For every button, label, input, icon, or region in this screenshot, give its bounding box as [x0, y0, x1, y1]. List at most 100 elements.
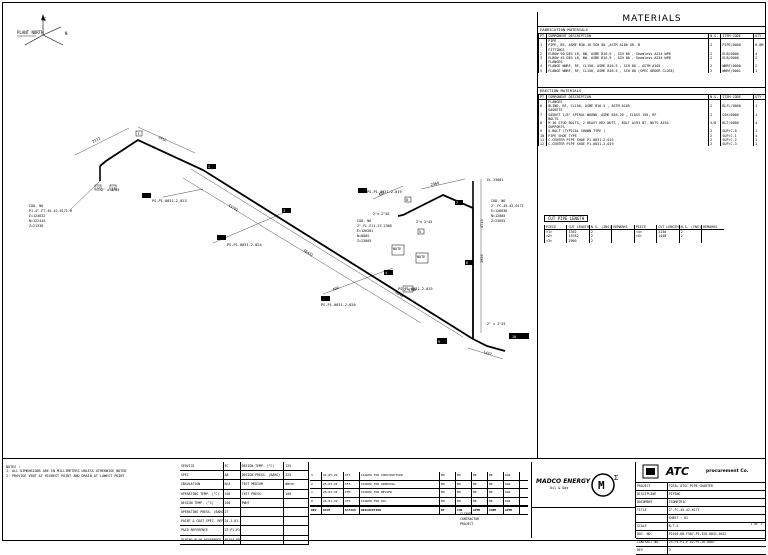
code-cell: SUP/C-1 — [720, 133, 754, 138]
qty-cell: 1 — [753, 142, 766, 147]
design-data-cell — [284, 507, 309, 517]
cut-header-cell: REMARKS — [611, 225, 635, 231]
rev-header-cell: STATUS — [344, 507, 360, 515]
col-qty: QTY — [753, 34, 766, 40]
col-pt: PT NO — [537, 34, 547, 40]
pt-cell — [537, 125, 547, 130]
desc-cell: SUPPORTS — [546, 125, 709, 130]
pt-cell — [537, 47, 547, 52]
tag-label: 4 — [385, 271, 387, 275]
material-row: FLANGES — [537, 60, 766, 65]
fabrication-heading: FABRICATION MATERIALS — [538, 27, 766, 34]
note-tag: NOTE — [393, 247, 401, 251]
design-data-cell: 225 — [284, 471, 309, 480]
size-label: 2" x 2"45 — [487, 322, 505, 326]
ps-label: PS-P1-0031-2-020 — [321, 303, 356, 307]
svg-text:E=126281: E=126281 — [357, 229, 373, 233]
rev-cell: KGR — [504, 472, 520, 480]
desc-cell: FLANGE WNRF, RF, CL150, ASME B16.5 , SCH… — [546, 64, 709, 69]
info-label: DOCUMENT — [636, 499, 668, 506]
svg-text:N=122444: N=122444 — [29, 219, 45, 223]
pt-cell: 3 — [537, 56, 547, 61]
note-boxes: NOTE NOTE 2 STUB — [391, 244, 429, 293]
rev-cell: MH — [440, 497, 456, 505]
pt-cell: 2 — [537, 51, 547, 57]
qty-cell: 1 — [753, 112, 766, 117]
rev-cell: KGR — [504, 489, 520, 497]
col-desc: COMPONENT DESCRIPTION — [546, 34, 709, 40]
cut-cell: 2 — [678, 229, 702, 235]
cut-cell — [678, 238, 702, 243]
dim-label: 3412 — [158, 135, 168, 142]
tag-label: 1 — [138, 132, 140, 136]
pt-cell: 8 — [537, 121, 547, 126]
design-data-cell: A8 — [224, 471, 241, 480]
cut-cell: <4> — [633, 229, 657, 235]
cut-cell: 2 — [588, 238, 612, 243]
code-cell: ELB/0000 — [720, 51, 754, 57]
nd-cell: 2 — [708, 133, 721, 138]
svg-text:2"-FC-45-42-6171: 2"-FC-45-42-6171 — [491, 204, 524, 208]
info-label: TITLE — [636, 507, 668, 514]
code-cell: GSK/0000 — [720, 112, 754, 117]
pt-cell: 10 — [537, 133, 547, 138]
rev-cell: KGR — [504, 480, 520, 489]
cut-cell — [633, 238, 657, 243]
elevation-label: EL.23001 — [487, 178, 503, 182]
rev-cell: MH — [456, 472, 472, 480]
cut-header-cell: PIECE — [633, 225, 657, 231]
rev-header-cell: APPD — [504, 507, 520, 515]
dim-label: 4713 — [480, 219, 484, 228]
code-cell — [720, 125, 754, 130]
nd-cell: 2 — [708, 51, 721, 57]
isometric-drawing-area: PLANT NORTH E N — [3, 3, 538, 458]
cut-cell: 2 — [588, 229, 612, 235]
design-data-cell: TEST PRESS. — [241, 489, 285, 498]
code-cell: ELB/0000 — [720, 56, 754, 61]
client-label: CLIENT — [460, 512, 472, 516]
cut-header-cell: CUT LENGTH — [566, 225, 590, 231]
nd-cell — [708, 108, 721, 113]
erection-table: PT NO COMPONENT DESCRIPTION N.S. (INS) I… — [537, 94, 766, 147]
design-data-cell: 27 — [224, 507, 241, 517]
desc-cell: FLANGES — [546, 99, 709, 105]
design-data-cell: 250 — [224, 498, 241, 507]
cut-cell: 1440 — [656, 234, 680, 239]
cut-cell: 2 — [678, 234, 702, 239]
info-label: PROJECT — [636, 483, 668, 490]
code-cell — [720, 99, 754, 105]
qty-cell: 1 — [753, 137, 766, 143]
rev-header-cell: REV — [310, 507, 322, 515]
design-data-cell: 150 — [224, 489, 241, 498]
tag-label: 5 — [419, 230, 421, 234]
info-value: 3 — [668, 548, 671, 552]
dim-label: 13782 — [227, 203, 238, 212]
design-data-cell: PAINT & COAT SPEC. REFERENCE — [180, 517, 224, 526]
rev-cell: IFR — [344, 489, 360, 497]
qty-cell — [753, 99, 766, 105]
desc-cell: ELBOW 90 DEG LR, BW, ASME B16.9 , SCH 80… — [546, 51, 709, 57]
nd-cell — [708, 47, 721, 52]
cut-cell — [611, 238, 635, 243]
rev-cell: MH — [440, 489, 456, 497]
info-value: N.T.S — [668, 524, 679, 528]
svg-text:M: M — [598, 479, 605, 492]
qty-cell: 4 — [753, 51, 766, 57]
dimension-labels: 2112 3412 13782 16432 6840 2950 2960 143… — [92, 135, 493, 356]
cut-cell: <1> — [543, 229, 567, 235]
desc-cell: C-CENTER PIPE SHOE P1-0031-2-015 — [546, 137, 709, 143]
rev-cell: 3 — [310, 472, 322, 480]
code-cell: SUP/C-3 — [720, 142, 754, 147]
qty-cell — [753, 38, 766, 44]
